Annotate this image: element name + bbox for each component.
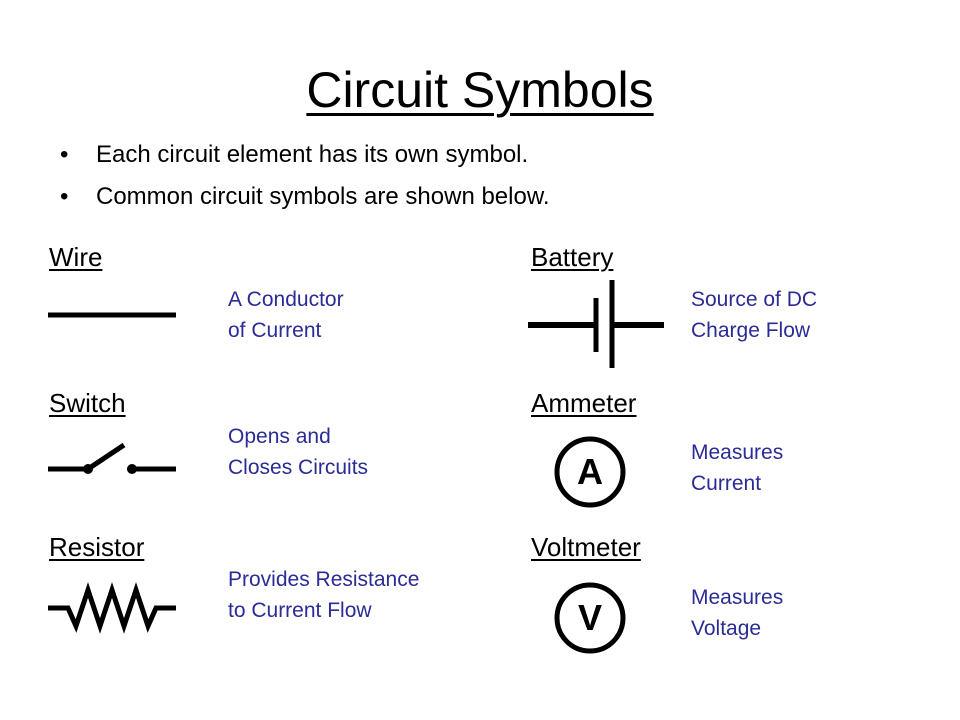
resistor-description-line: Provides Resistance	[228, 568, 420, 591]
battery-description: Source of DC Charge Flow	[691, 284, 817, 346]
battery-icon	[528, 280, 664, 368]
voltmeter-description-line: Voltage	[691, 617, 762, 640]
voltmeter-icon: V	[554, 582, 626, 654]
ammeter-label: Ammeter	[531, 388, 637, 418]
bullet-item: Common circuit symbols are shown below.	[58, 176, 550, 218]
ammeter-icon: A	[554, 436, 626, 508]
battery-label: Battery	[531, 242, 614, 272]
voltmeter-label: Voltmeter	[531, 532, 641, 562]
battery-description-line: Source of DC	[691, 288, 818, 311]
ammeter-description-line: Measures	[691, 441, 784, 464]
wire-label: Wire	[49, 242, 103, 272]
switch-description: Opens and Closes Circuits	[228, 421, 368, 483]
switch-description-line: Closes Circuits	[228, 456, 369, 479]
wire-icon	[48, 312, 176, 318]
battery-description-line: Charge Flow	[691, 319, 811, 342]
resistor-description-line: to Current Flow	[228, 599, 372, 622]
switch-description-line: Opens and	[228, 425, 331, 448]
bullet-item: Each circuit element has its own symbol.	[58, 134, 550, 176]
ammeter-description: Measures Current	[691, 437, 783, 499]
slide-title: Circuit Symbols	[306, 62, 654, 118]
switch-label: Switch	[49, 388, 126, 418]
wire-description-line: of Current	[228, 319, 322, 342]
switch-icon	[48, 442, 176, 474]
voltmeter-description-line: Measures	[691, 586, 784, 609]
resistor-icon	[48, 582, 176, 634]
ammeter-letter: A	[577, 451, 603, 492]
resistor-description: Provides Resistance to Current Flow	[228, 564, 419, 626]
resistor-label: Resistor	[49, 532, 145, 562]
wire-description-line: A Conductor	[228, 288, 344, 311]
wire-description: A Conductor of Current	[228, 284, 344, 346]
ammeter-description-line: Current	[691, 472, 762, 495]
bullet-list: Each circuit element has its own symbol.…	[58, 134, 550, 218]
voltmeter-description: Measures Voltage	[691, 582, 783, 644]
voltmeter-letter: V	[578, 597, 602, 638]
